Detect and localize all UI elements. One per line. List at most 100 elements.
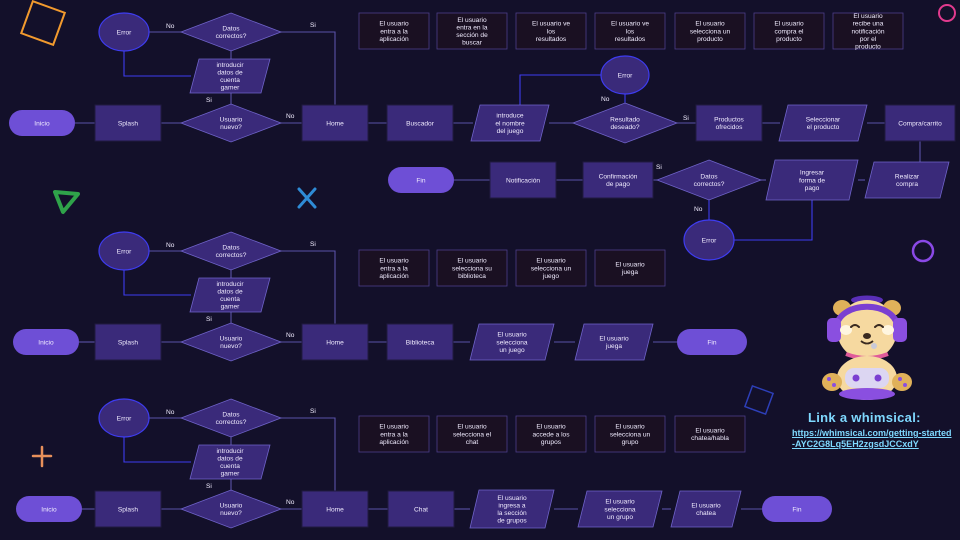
node-label: Notificación <box>506 177 540 184</box>
process-splash: Splash <box>94 323 162 361</box>
node-label: Inicio <box>34 120 50 127</box>
edge-label: No <box>601 96 610 103</box>
error-node: Error <box>98 231 150 271</box>
node-label: Fin <box>792 506 801 513</box>
node-label: Error <box>702 237 717 244</box>
error-node: Error <box>600 55 650 95</box>
process-home: Home <box>301 490 369 528</box>
terminal-fin: Fin <box>388 167 454 193</box>
flow-edge <box>281 250 336 324</box>
node-label: Fin <box>416 177 425 184</box>
whimsical-link[interactable]: https://whimsical.com/getting-started-AY… <box>792 428 952 449</box>
flow-edge <box>519 74 601 105</box>
terminal-fin: Fin <box>677 329 747 355</box>
edge-label: No <box>166 23 175 30</box>
orange-square-shape <box>19 0 67 47</box>
link-box: Link a whimsical: https://whimsical.com/… <box>792 410 952 450</box>
process-home: Home <box>301 104 369 142</box>
node-label: Splash <box>118 120 138 127</box>
node-label: Inicio <box>38 339 54 346</box>
terminal-inicio: Inicio <box>13 329 79 355</box>
flow-edge <box>734 200 813 241</box>
process-biblioteca: Biblioteca <box>386 323 454 361</box>
node-label: Error <box>618 72 633 79</box>
flow-edges <box>75 31 921 510</box>
error-node: Error <box>98 12 150 52</box>
edge-label: Si <box>656 164 662 171</box>
edge-label: Si <box>206 316 212 323</box>
orange-plus-shape <box>31 445 53 468</box>
node-label: Home <box>326 339 344 346</box>
edge-label: No <box>694 206 703 213</box>
pink-ring-shape <box>938 4 956 22</box>
process-splash: Splash <box>94 104 162 142</box>
edge-label: No <box>286 332 295 339</box>
node-label: Splash <box>118 506 138 513</box>
process-splash: Splash <box>94 490 162 528</box>
edge-label: Si <box>310 22 316 29</box>
process-notificacion: Notificación <box>489 161 557 199</box>
node-label: Inicio <box>41 506 57 513</box>
error-node: Error <box>98 398 150 438</box>
node-label: Error <box>117 29 132 36</box>
node-label: Compra/carrito <box>898 120 942 127</box>
edge-label: No <box>286 113 295 120</box>
green-triangle-shape <box>53 190 80 214</box>
process-home: Home <box>301 323 369 361</box>
node-label: Splash <box>118 339 138 346</box>
node-label: Buscador <box>406 120 435 127</box>
